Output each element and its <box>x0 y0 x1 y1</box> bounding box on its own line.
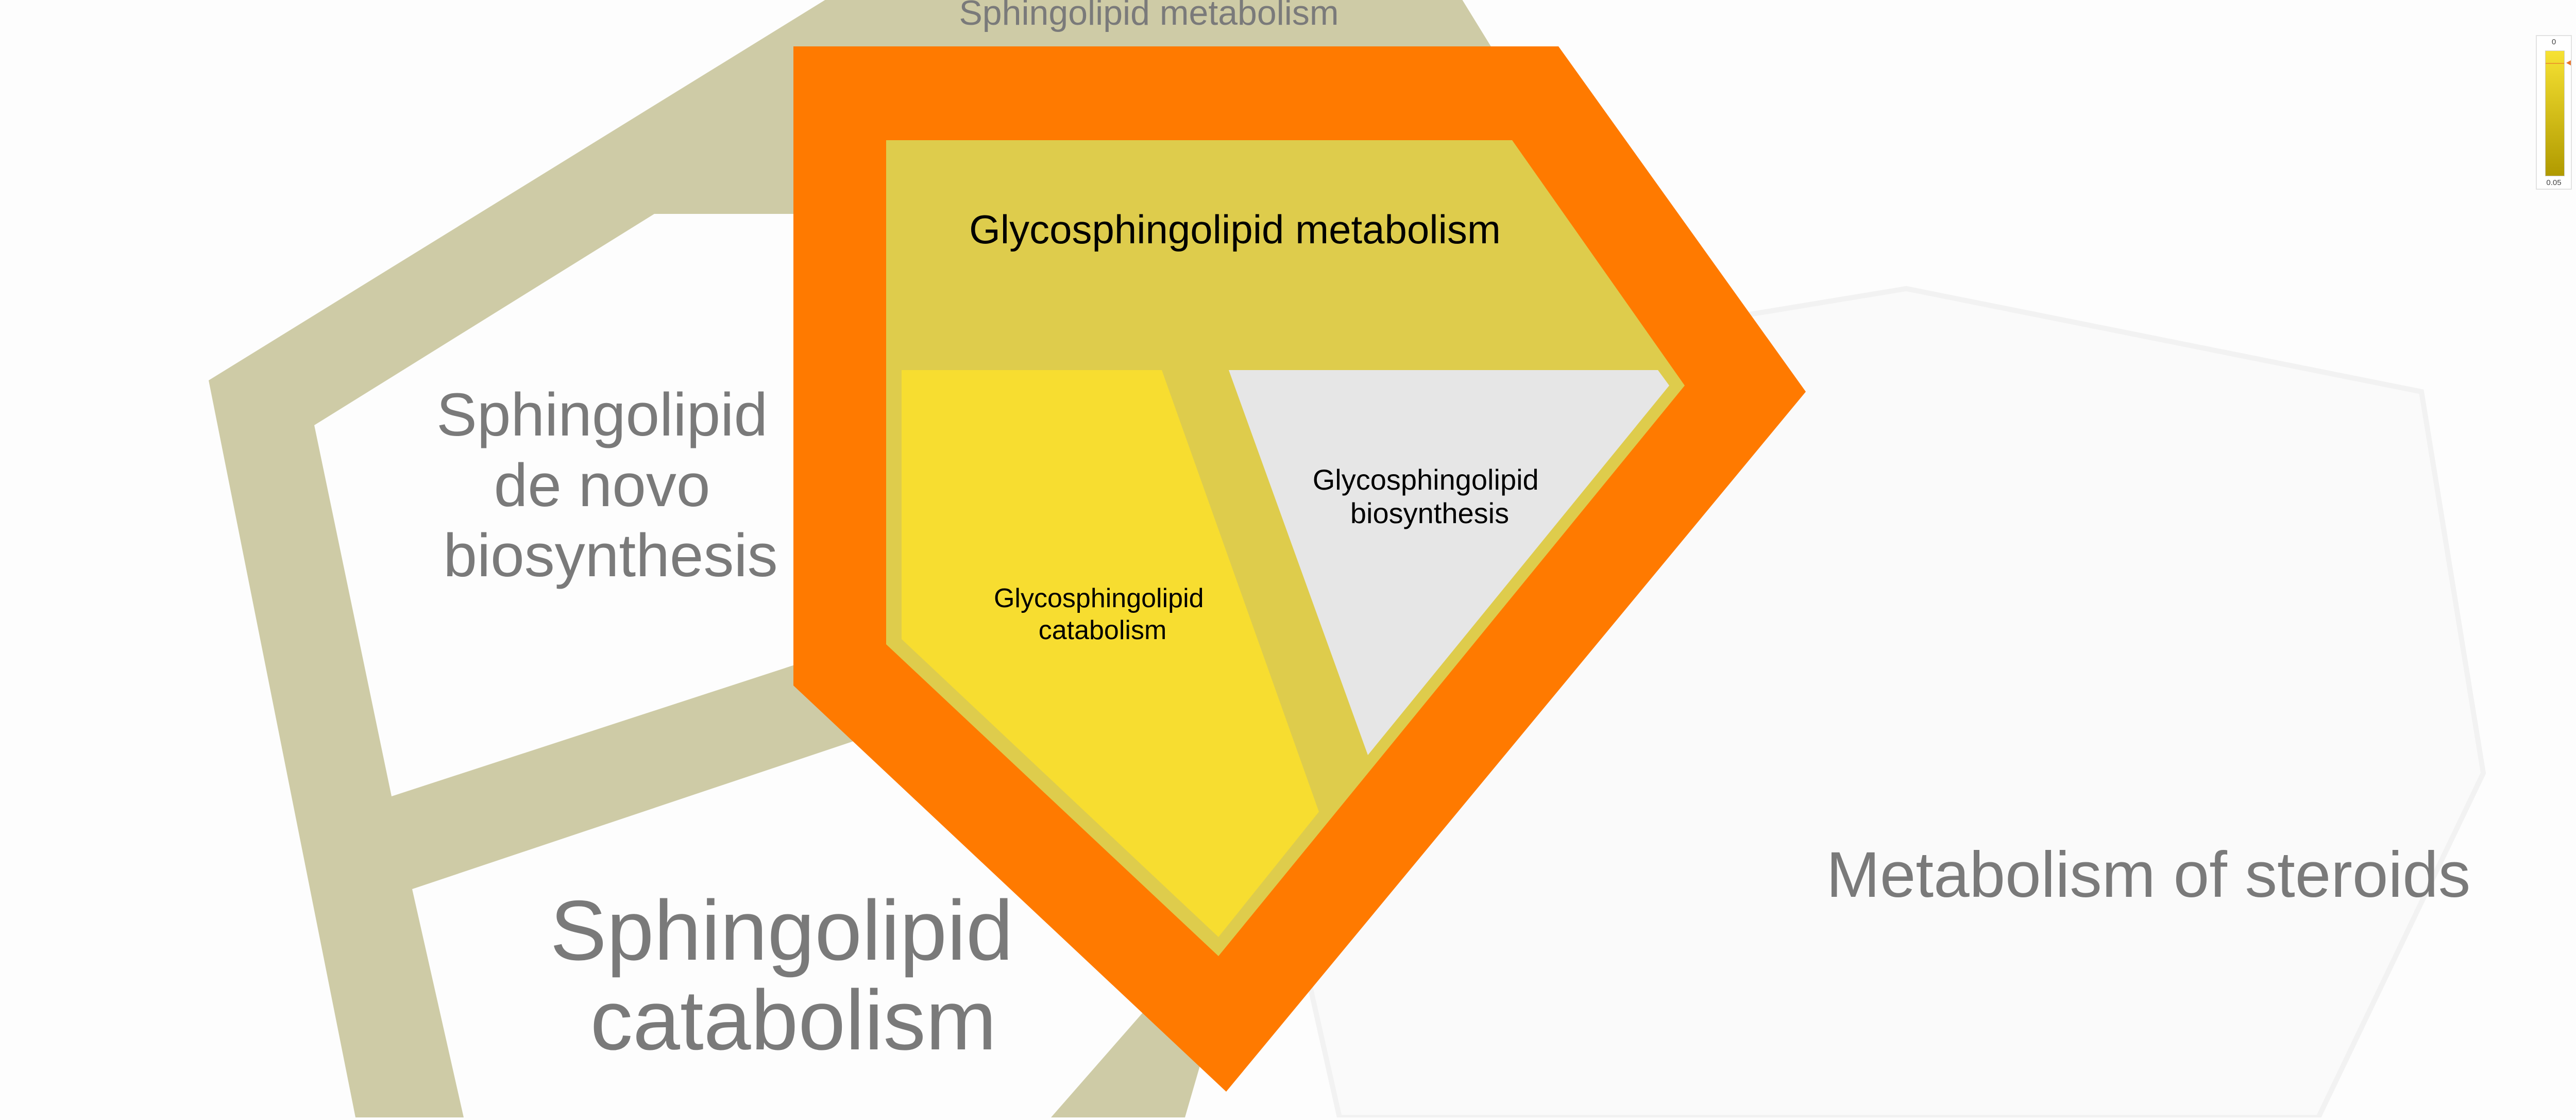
glycosphingolipid-catabolism-cell[interactable] <box>902 370 1319 937</box>
glycosphingolipid-metabolism-label: Glycosphingolipid metabolism <box>969 207 1501 252</box>
metabolism-of-steroids-label: Metabolism of steroids <box>1826 839 2471 911</box>
sphingolipid-metabolism-label: Sphingolipid metabolism <box>959 0 1338 32</box>
sphingolipid-de-novo-line-2: de novo <box>494 452 710 520</box>
legend-top-value: 0 <box>2551 38 2556 46</box>
sphingolipid-de-novo-label: Sphingolipid de novo biosynthesis <box>436 381 785 590</box>
glycosphingolipid-biosynthesis-line-2: biosynthesis <box>1350 497 1509 529</box>
sphingolipid-de-novo-line-1: Sphingolipid <box>436 381 768 449</box>
sphingolipid-catabolism-line-2: catabolism <box>590 973 997 1067</box>
sphingolipid-catabolism-line-1: Sphingolipid <box>550 883 1013 978</box>
color-scale-legend: 0 0.05 <box>2536 35 2572 190</box>
glycosphingolipid-biosynthesis-line-1: Glycosphingolipid <box>1313 463 1539 496</box>
legend-gradient-bar <box>2545 51 2565 176</box>
glycosphingolipid-biosynthesis-cell[interactable] <box>1229 370 1669 755</box>
glycosphingolipid-catabolism-line-1: Glycosphingolipid <box>994 583 1204 613</box>
legend-selected-marker <box>2566 60 2571 66</box>
legend-selected-line <box>2546 63 2564 64</box>
glycosphingolipid-biosynthesis-label: Glycosphingolipid biosynthesis <box>1313 463 1547 529</box>
sphingolipid-de-novo-line-3: biosynthesis <box>443 522 777 590</box>
sphingolipid-catabolism-label: Sphingolipid catabolism <box>550 883 1037 1067</box>
glycosphingolipid-catabolism-label: Glycosphingolipid catabolism <box>994 583 1211 645</box>
legend-bottom-value: 0.05 <box>2546 178 2562 187</box>
glycosphingolipid-catabolism-line-2: catabolism <box>1039 615 1167 645</box>
